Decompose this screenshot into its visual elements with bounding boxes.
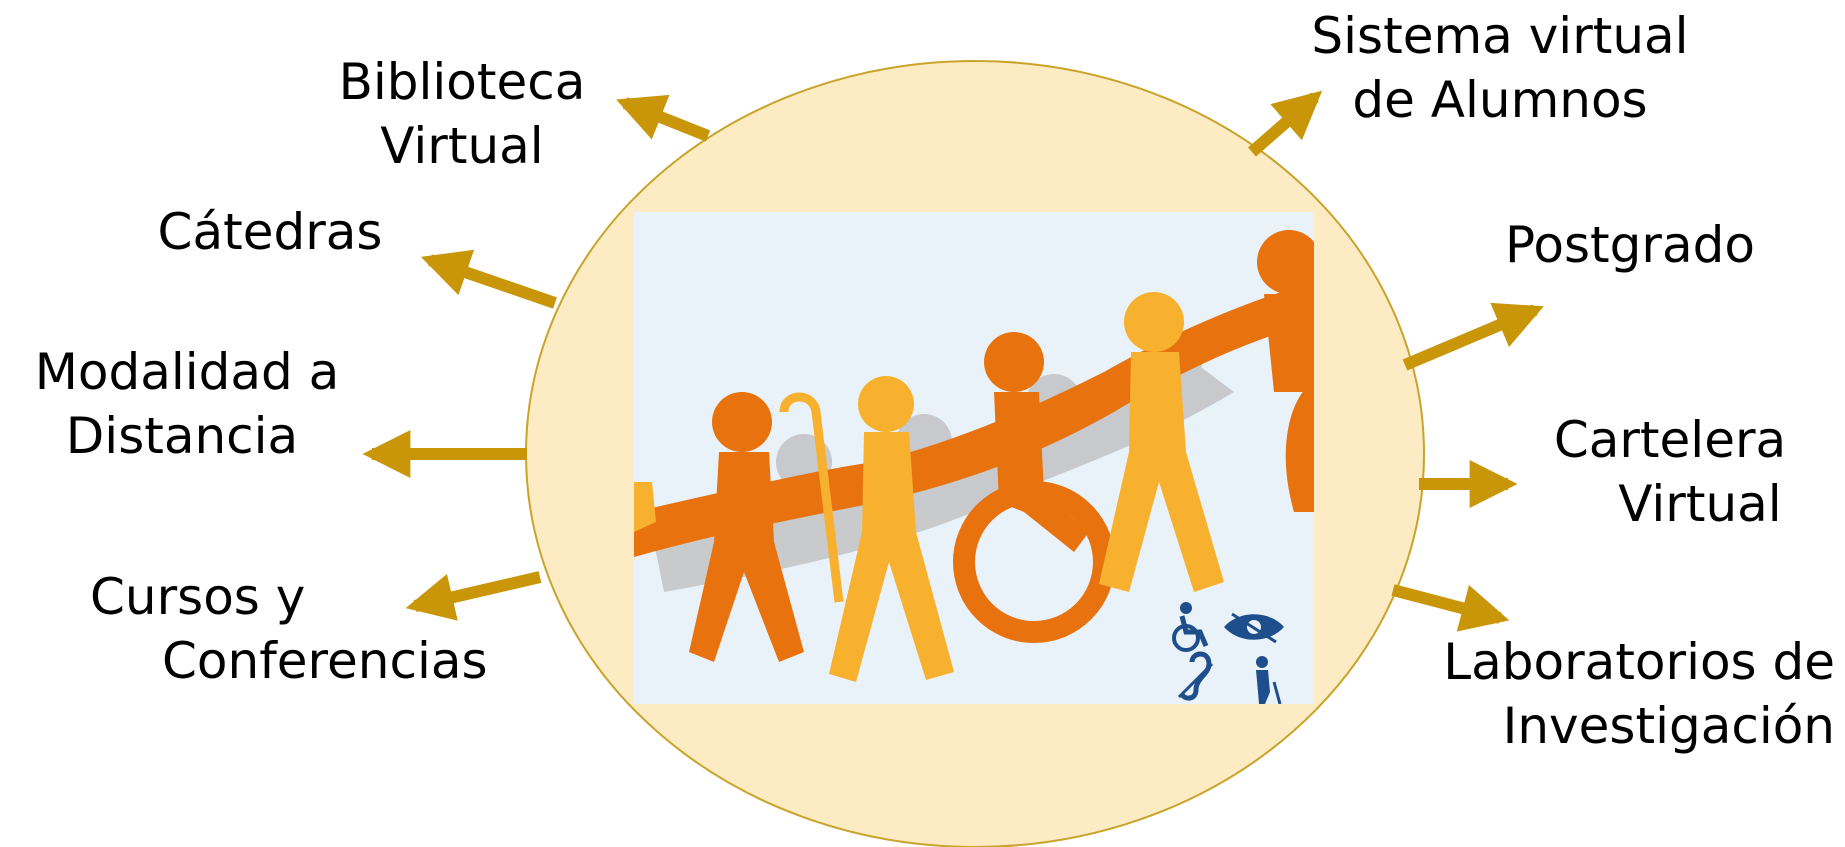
label-laboratorios: Laboratorios de Investigación — [1370, 630, 1835, 758]
label-biblioteca-line1: Biblioteca — [338, 53, 586, 111]
paper-figure-yellow-2 — [1099, 292, 1224, 592]
label-sistema-line2: de Alumnos — [1352, 71, 1648, 129]
label-sistema: Sistema virtual de Alumnos — [1280, 4, 1720, 132]
cane — [779, 392, 844, 603]
hearing-icon — [1177, 651, 1214, 701]
label-modalidad-line2: Distancia — [65, 407, 299, 465]
label-postgrado: Postgrado — [1480, 213, 1780, 277]
paper-figure-orange-1 — [689, 392, 804, 662]
chain-band — [634, 282, 1314, 557]
cane-walker-icon — [1256, 656, 1282, 704]
label-laboratorios-line1: Laboratorios de — [1443, 633, 1835, 691]
label-modalidad: Modalidad a Distancia — [12, 340, 362, 468]
label-biblioteca-line2: Virtual — [380, 117, 544, 175]
paper-figure-yellow-1 — [829, 376, 954, 682]
label-catedras-line1: Cátedras — [157, 203, 383, 261]
label-cursos-line2: Conferencias — [162, 632, 488, 690]
accessibility-icons — [1172, 602, 1284, 704]
label-cartelera: Cartelera Virtual — [1510, 408, 1830, 536]
arrow-sistema — [1248, 90, 1323, 157]
label-laboratorios-line2: Investigación — [1502, 697, 1835, 755]
eye-icon — [1224, 612, 1284, 644]
label-cartelera-line1: Cartelera — [1553, 411, 1787, 469]
label-catedras: Cátedras — [130, 200, 410, 264]
label-modalidad-line1: Modalidad a — [34, 343, 340, 401]
arrow-laboratorios — [1391, 584, 1510, 632]
arrow-cursos — [405, 571, 542, 621]
label-sistema-line1: Sistema virtual — [1311, 7, 1689, 65]
paper-figure-orange-2 — [1257, 230, 1314, 512]
label-biblioteca: Biblioteca Virtual — [312, 50, 612, 178]
wheelchair-icon — [1172, 602, 1209, 652]
partial-figure-left — [634, 482, 656, 532]
label-cartelera-line2: Virtual — [1618, 475, 1782, 533]
label-cursos-line1: Cursos y — [90, 568, 306, 626]
arrow-postgrado — [1402, 302, 1544, 371]
arrow-catedras — [420, 249, 557, 309]
arrow-biblioteca — [616, 94, 711, 142]
paper-people-chain-image — [634, 212, 1314, 704]
label-cursos: Cursos y Conferencias — [70, 565, 550, 693]
label-postgrado-line1: Postgrado — [1505, 216, 1755, 274]
